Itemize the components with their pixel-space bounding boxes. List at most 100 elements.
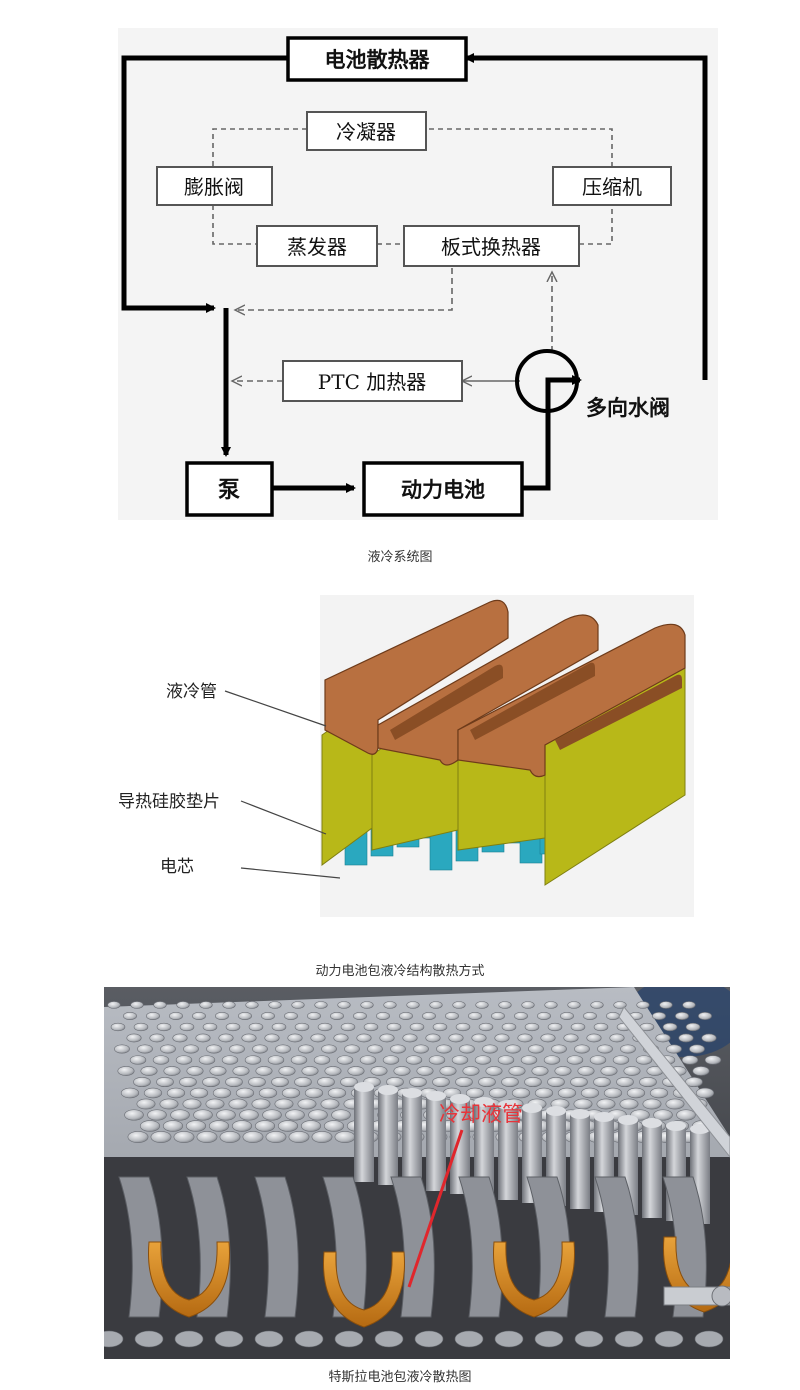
- leader-thermal-pad: [240, 800, 327, 835]
- photo-cell-cap: [560, 1012, 574, 1020]
- photo-cell-cap: [409, 1076, 427, 1088]
- caption-structure-figure: 动力电池包液冷结构散热方式: [315, 964, 485, 979]
- photo-cell-cap: [124, 1109, 144, 1121]
- photo-exposed-cell-top: [594, 1112, 614, 1122]
- photo-cell-cap: [455, 1076, 473, 1088]
- photo-cell-cap: [432, 1022, 448, 1032]
- photo-exposed-cell-top: [402, 1088, 422, 1098]
- photo-cell-cap: [382, 1055, 400, 1065]
- photo-cell-cap: [139, 1120, 161, 1132]
- box-ptc-heater-label: PTC 加热器: [318, 370, 426, 394]
- photo-cell-cap: [261, 1012, 275, 1020]
- photo-cell-cap: [208, 1120, 230, 1132]
- photo-cell-cap: [308, 1109, 328, 1121]
- photo-exposed-cell-top: [546, 1106, 566, 1116]
- photo-cell-cap: [179, 1076, 197, 1088]
- photo-cell-cap: [406, 1001, 420, 1009]
- photo-cell-cap: [695, 1087, 715, 1099]
- photo-cell-cap: [620, 1044, 636, 1054]
- caption-tesla-photo: 特斯拉电池包液冷散热图: [328, 1370, 472, 1385]
- photo-cell-cap: [379, 1033, 395, 1043]
- photo-cell-cap: [149, 1033, 165, 1043]
- box-radiator: 电池散热器: [286, 36, 468, 82]
- photo-separator: [458, 1176, 503, 1318]
- photo-cell-cap: [340, 1022, 356, 1032]
- photo-cell-cap: [219, 1131, 241, 1143]
- multi-way-valve: 多向水阀: [515, 349, 670, 420]
- photo-cell-cap: [277, 1120, 299, 1132]
- photo-cell-cap: [252, 1044, 268, 1054]
- photo-front-cell: [414, 1330, 444, 1348]
- photo-cell-cap: [659, 1001, 673, 1009]
- dash-compressor-to-condenser: [426, 128, 613, 167]
- photo-cell-cap: [474, 1055, 492, 1065]
- photo-front-cell: [614, 1330, 644, 1348]
- photo-exposed-cell: [450, 1099, 470, 1194]
- photo-cell-cap: [429, 1001, 443, 1009]
- photo-cell-cap: [531, 1066, 549, 1076]
- photo-cell-cap: [271, 1076, 289, 1088]
- photo-cell-cap: [540, 1033, 556, 1043]
- box-expansion-valve: 膨胀阀: [156, 166, 273, 206]
- photo-cell-cap: [251, 1098, 271, 1110]
- photo-exposed-cell-top: [666, 1121, 686, 1131]
- tube-slot: [390, 664, 503, 740]
- photo-front-cell: [254, 1330, 284, 1348]
- photo-cell-cap: [436, 1044, 452, 1054]
- photo-cell-cap: [360, 1001, 374, 1009]
- photo-cell-cap: [452, 1001, 466, 1009]
- photo-cell-cap: [557, 1087, 577, 1099]
- photo-cell-cap: [501, 1076, 519, 1088]
- photo-cell-cap: [152, 1055, 170, 1065]
- photo-cell-cap: [327, 1087, 347, 1099]
- leader-cell: [240, 867, 341, 879]
- photo-cell-cap: [321, 1044, 337, 1054]
- photo-cell-cap: [347, 1066, 365, 1076]
- photo-front-cell: [174, 1330, 204, 1348]
- photo-cell-cap: [216, 1109, 236, 1121]
- photo-cell-cap: [606, 1012, 620, 1020]
- label-cell: 电芯: [160, 857, 194, 877]
- cooling-tube-section: [457, 623, 686, 778]
- cooling-tube-section: [324, 599, 509, 755]
- photo-cell-cap: [593, 1076, 611, 1088]
- photo-cell-cap: [262, 1109, 282, 1121]
- valve-circle: [515, 349, 579, 413]
- photo-cell-cap: [465, 1087, 485, 1099]
- box-ptc-heater: PTC 加热器: [282, 360, 463, 402]
- photo-cell-cap: [636, 1001, 650, 1009]
- photo-cell-cap: [596, 1098, 616, 1110]
- photo-cell-cap: [313, 1055, 331, 1065]
- photo-cell-cap: [626, 1087, 646, 1099]
- photo-cell-cap: [248, 1076, 266, 1088]
- photo-cell-cap: [222, 1001, 236, 1009]
- photo-cell-cap: [291, 1001, 305, 1009]
- photo-cell-cap: [413, 1044, 429, 1054]
- photo-cell-cap: [245, 1001, 259, 1009]
- box-pump: 泵: [185, 461, 274, 517]
- diagram-background: [118, 28, 718, 520]
- label-thermal-pad: 导热硅胶垫片: [118, 792, 220, 812]
- loop-line-battery-to-valve: [522, 375, 582, 491]
- photo-cell-cap: [390, 1044, 406, 1054]
- photo-coolant-tube: [493, 1241, 575, 1318]
- photo-cell-cap: [681, 1055, 699, 1065]
- photo-cell-cap: [376, 1012, 390, 1020]
- photo-cell-cap: [383, 1001, 397, 1009]
- photo-cell-cap: [468, 1012, 482, 1020]
- photo-cell-cap: [172, 1033, 188, 1043]
- box-compressor-label: 压缩机: [582, 175, 642, 199]
- photo-cell-cap: [573, 1098, 593, 1110]
- photo-cell-cap: [497, 1055, 515, 1065]
- photo-cell-cap: [547, 1022, 563, 1032]
- photo-cell-cap: [169, 1012, 183, 1020]
- photo-cell-cap: [593, 1022, 609, 1032]
- photo-cell-cap: [129, 1055, 147, 1065]
- photo-cell-cap: [623, 1066, 641, 1076]
- photo-cell-cap: [662, 1022, 678, 1032]
- photo-cell-cap: [619, 1098, 639, 1110]
- photo-cell-cap: [146, 1012, 160, 1020]
- photo-separator: [594, 1176, 639, 1318]
- box-evaporator: 蒸发器: [256, 225, 378, 267]
- photo-cell-cap: [298, 1044, 314, 1054]
